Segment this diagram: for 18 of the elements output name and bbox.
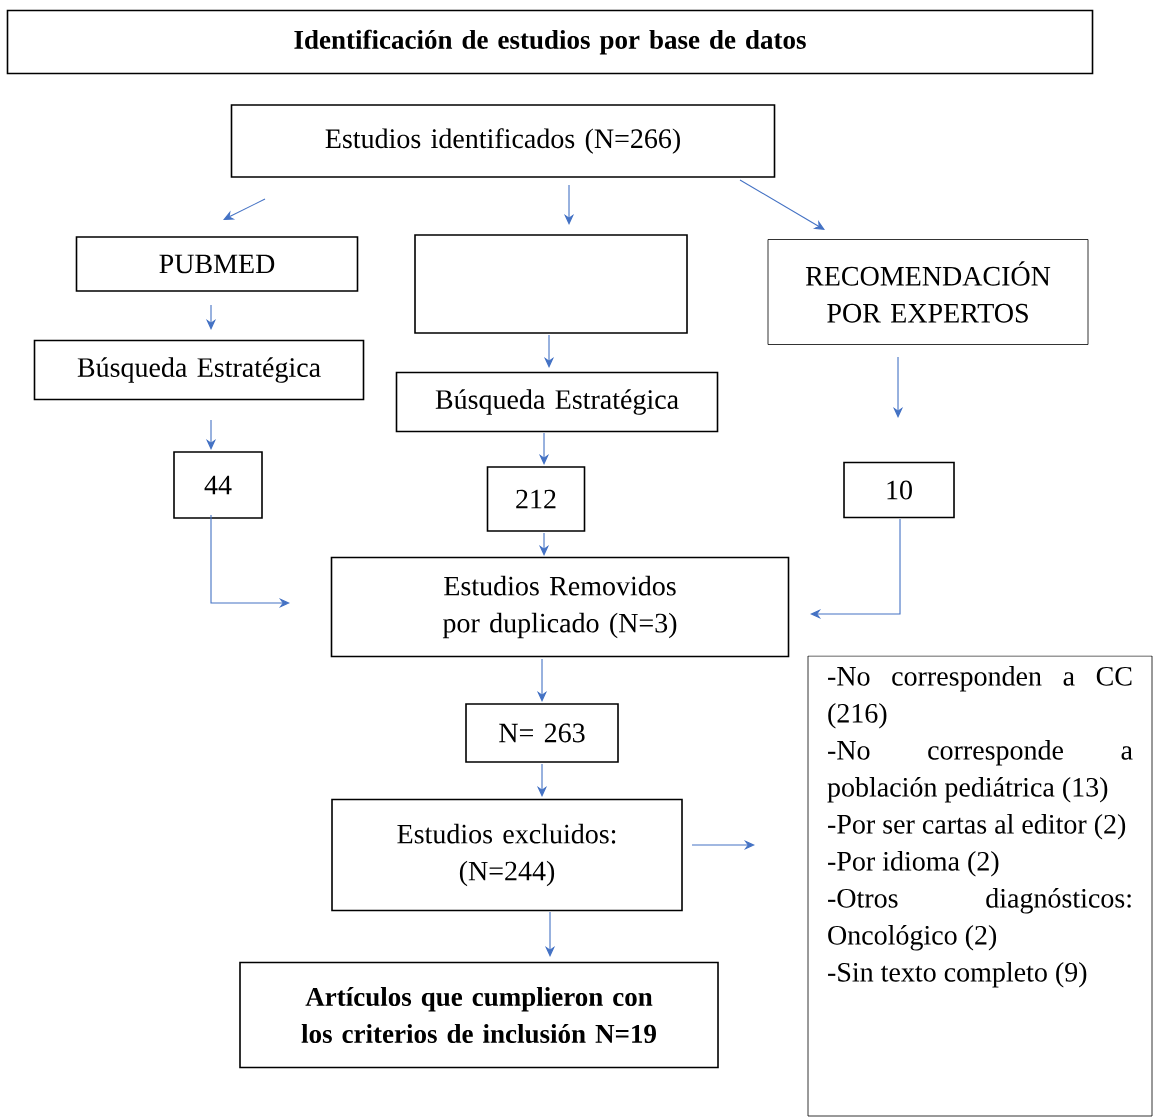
process-box: N= 263 (465, 703, 619, 763)
process-box: 44 (173, 451, 263, 519)
exclusion-list-box: -No corresponden a CC (216) -No corresponde a población pediátrica (13) -Por ser cartas al editor (2) -Por idioma (2) -Otros diagnósticos: Oncológico (2) -Sin texto completo (9) (807, 655, 1153, 1117)
process-box: RECOMENDACIÓN POR EXPERTOS (767, 239, 1089, 345)
process-box: Estudios Removidos por duplicado (N=3) (330, 556, 790, 658)
empty-box (414, 234, 688, 334)
arrow (810, 518, 901, 620)
arrow (739, 179, 825, 230)
title-box: Identificación de estudios por base de datos (6, 9, 1094, 75)
process-box: PUBMED (75, 236, 359, 292)
process-box: 212 (486, 466, 586, 532)
process-box: Búsqueda Estratégica (395, 371, 719, 433)
process-box: Búsqueda Estratégica (33, 339, 365, 401)
process-box: 10 (843, 461, 955, 519)
process-box: Artículos que cumplieron con los criterios de inclusión N=19 (239, 961, 719, 1069)
arrow (223, 198, 266, 220)
process-box: Estudios identificados (N=266) (230, 104, 776, 178)
process-box: Estudios excluidos: (N=244) (331, 798, 683, 912)
